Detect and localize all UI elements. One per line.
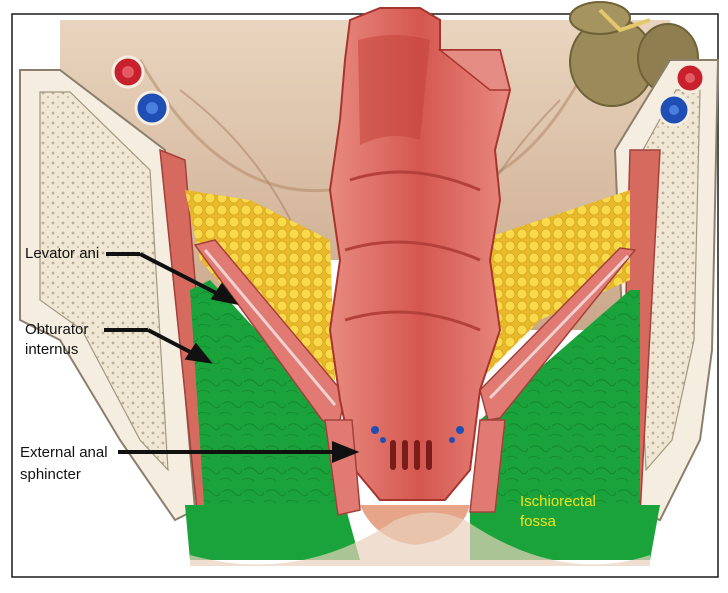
label-obturator-line1: Obturator bbox=[25, 320, 88, 340]
label-external-line2: sphincter bbox=[20, 465, 81, 485]
label-levator-ani: Levator ani bbox=[25, 244, 99, 264]
label-obturator-line2: internus bbox=[25, 340, 78, 360]
label-ischiorectal-line1: Ischiorectal bbox=[520, 492, 596, 512]
label-ischiorectal-line2: fossa bbox=[520, 512, 556, 532]
label-external-line1: External anal bbox=[20, 443, 108, 463]
